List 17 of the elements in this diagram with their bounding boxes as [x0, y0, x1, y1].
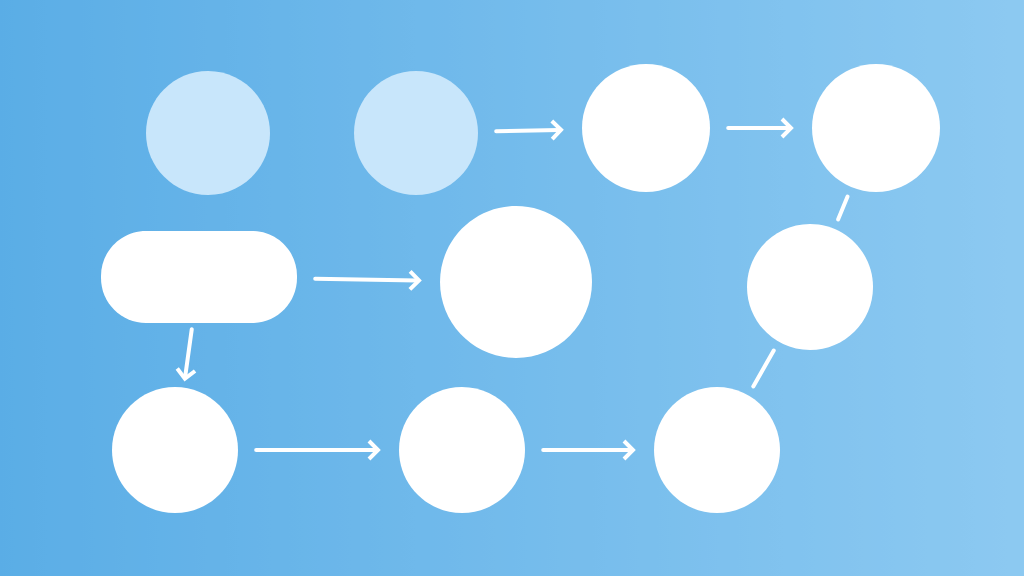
arrow [541, 439, 636, 461]
circle [399, 387, 525, 513]
arrow [175, 327, 197, 382]
circle [654, 387, 780, 513]
circle [440, 206, 592, 358]
arrow [726, 117, 794, 139]
circle [747, 224, 873, 350]
circle [146, 71, 270, 195]
circle [582, 64, 710, 192]
connector-line [751, 348, 776, 389]
circle [812, 64, 940, 192]
arrow [313, 269, 422, 291]
circle [354, 71, 478, 195]
circle [112, 387, 238, 513]
arrow [254, 439, 381, 461]
connector-line [836, 194, 850, 222]
arrow [494, 119, 564, 141]
